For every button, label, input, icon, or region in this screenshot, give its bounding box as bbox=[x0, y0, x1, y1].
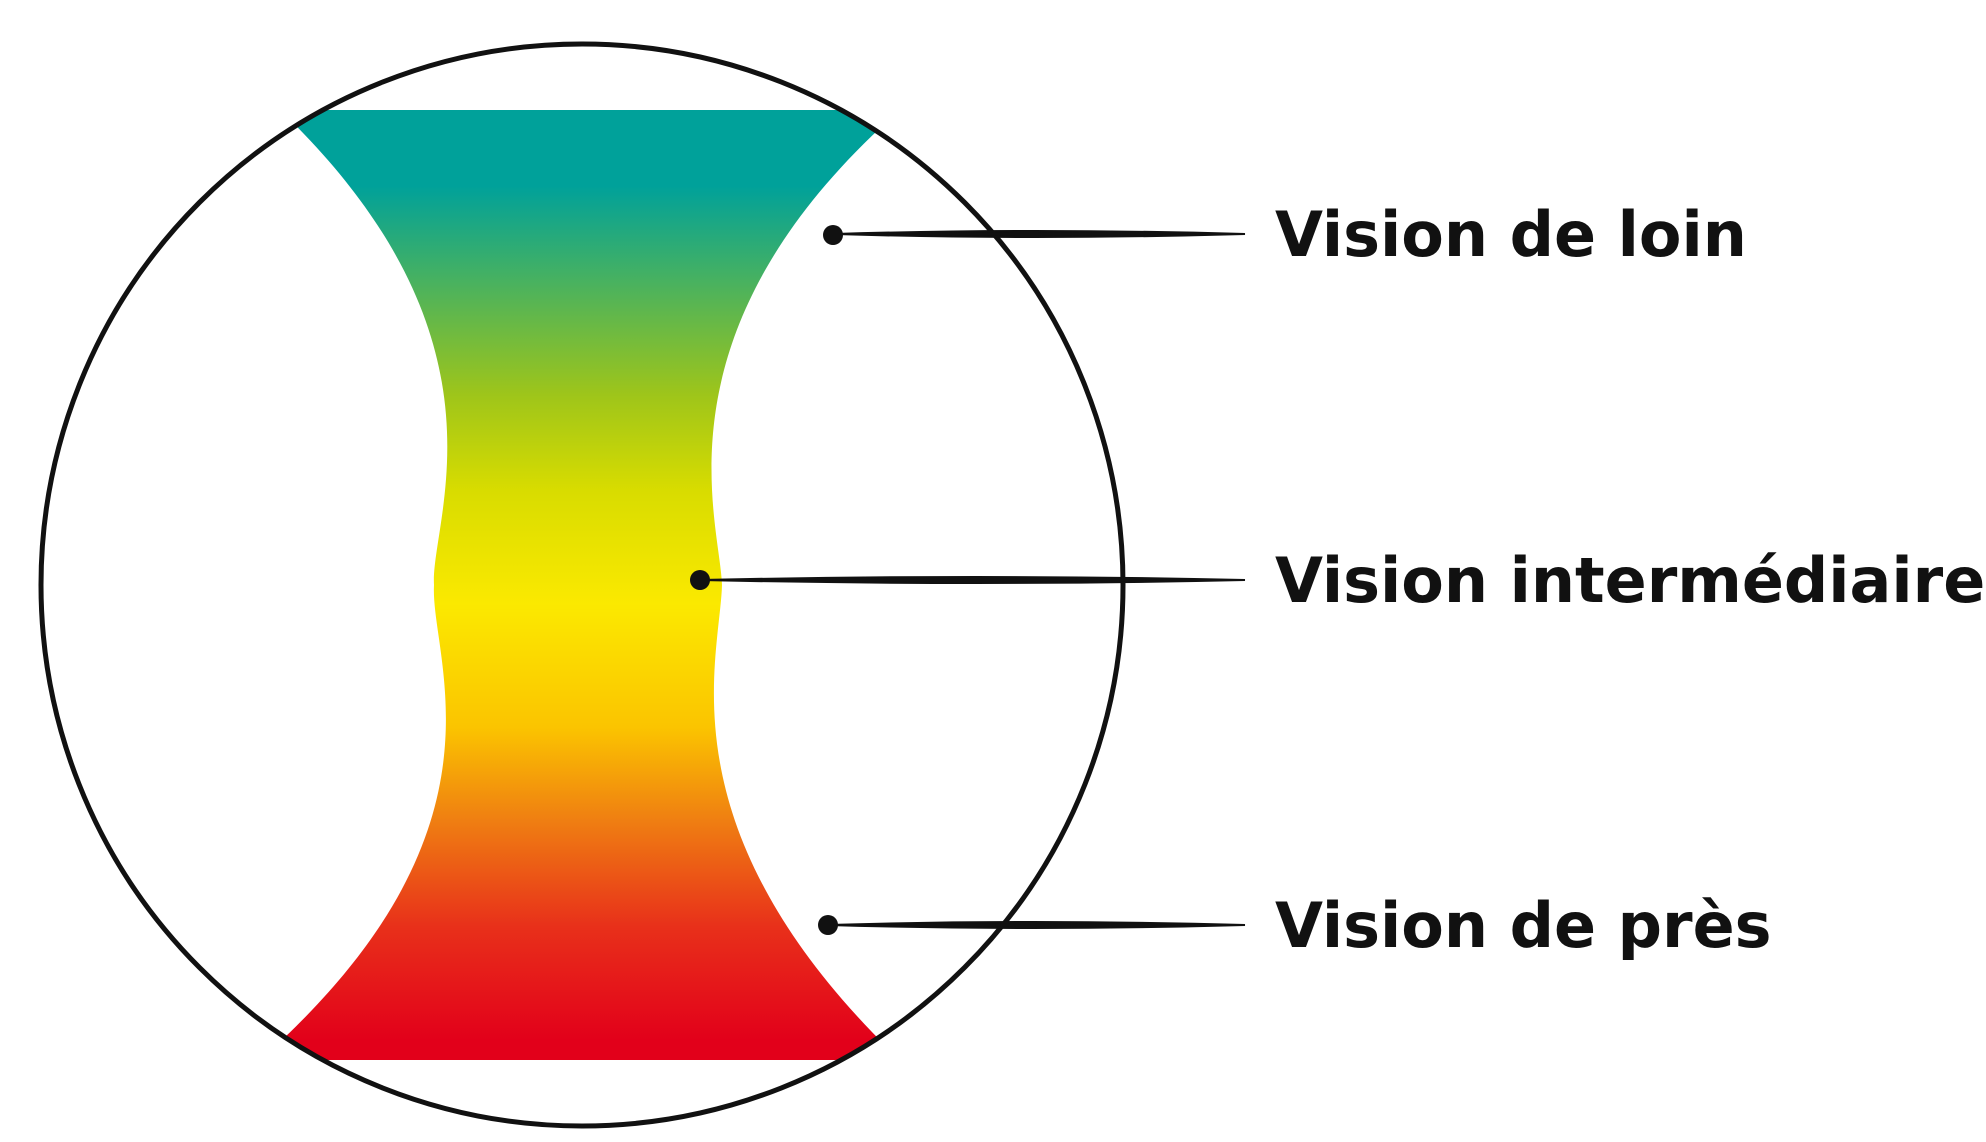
lens-outline bbox=[38, 41, 1126, 1129]
zone-label-intermediate: Vision intermédiaire bbox=[1275, 544, 1985, 617]
zone-label-near: Vision de près bbox=[1275, 889, 1772, 962]
marker-dot-intermediate bbox=[690, 570, 710, 590]
marker-dot-near bbox=[818, 915, 838, 935]
leader-line-intermediate bbox=[699, 576, 1246, 584]
marker-dot-far bbox=[823, 225, 843, 245]
progressive-corridor bbox=[260, 110, 900, 1060]
leader-line-near bbox=[827, 921, 1246, 929]
leader-line-far bbox=[834, 230, 1246, 238]
zone-label-far: Vision de loin bbox=[1275, 198, 1747, 271]
